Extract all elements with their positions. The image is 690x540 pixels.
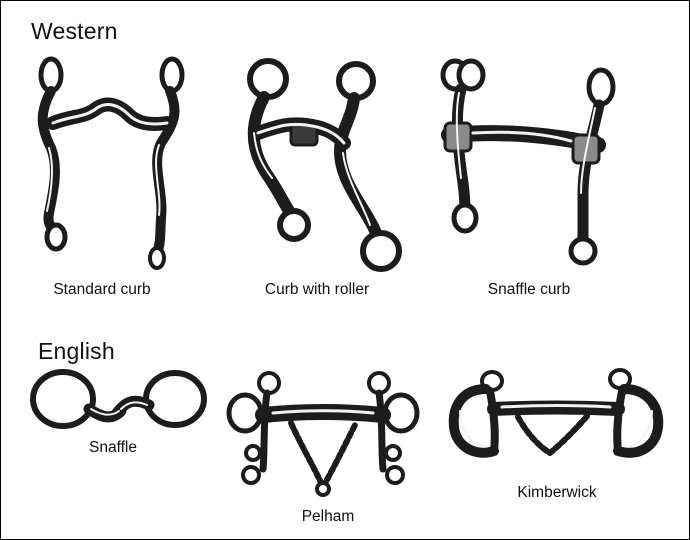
pelham-bit-icon xyxy=(226,371,420,497)
bit-label-snaffle: Snaffle xyxy=(89,439,137,456)
bit-label-pelham: Pelham xyxy=(301,508,355,525)
bit-label-kimberwick: Kimberwick xyxy=(517,484,597,501)
section-heading-english: English xyxy=(38,338,115,364)
snaffle-curb-bit-icon xyxy=(440,58,616,266)
kimberwick-bit-icon xyxy=(448,368,664,458)
standard-curb-bit-icon xyxy=(37,56,185,270)
bit-label-snaffle-curb: Snaffle curb xyxy=(487,281,571,298)
bit-label-curb-with-roller: Curb with roller xyxy=(264,281,370,298)
bit-label-standard-curb: Standard curb xyxy=(53,281,151,298)
section-heading-western: Western xyxy=(31,18,118,44)
curb-with-roller-bit-icon xyxy=(247,58,402,272)
snaffle-bit-icon xyxy=(30,369,207,429)
